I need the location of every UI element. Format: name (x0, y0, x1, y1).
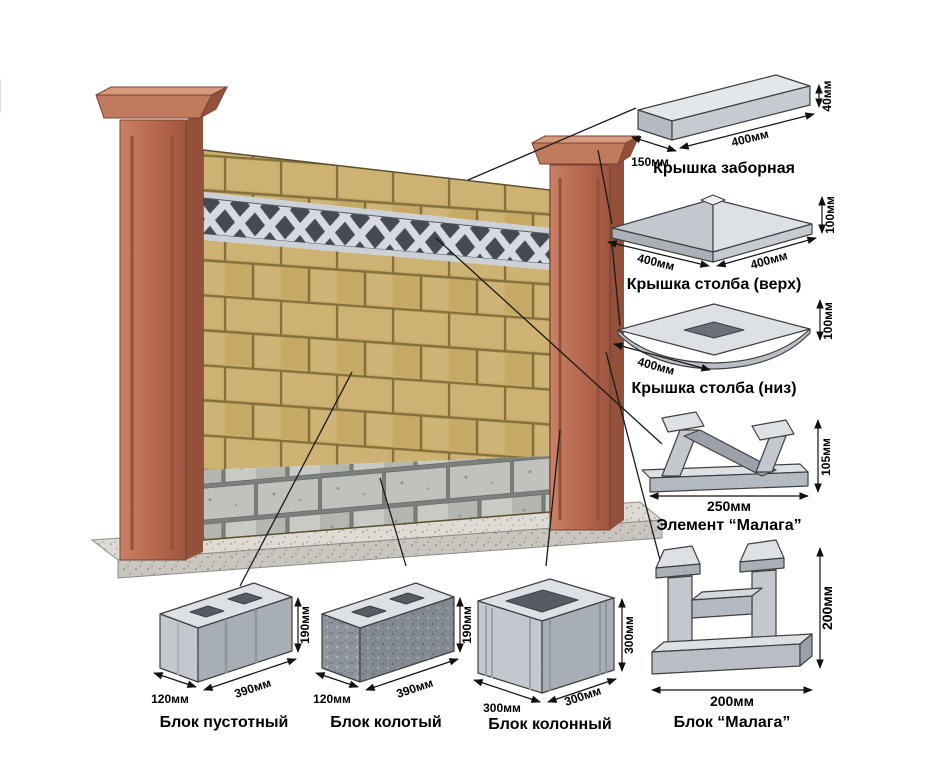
dim-line (203, 658, 297, 691)
left-pillar-cap-side (198, 85, 229, 120)
fence-cap-dim-length: 400мм (730, 127, 770, 150)
post-cap-top-label: Крышка столба (верх) (627, 276, 802, 293)
figure-post-cap-top: 400мм 400мм 100мм Крышка столба (верх) (607, 194, 837, 293)
figure-column-block: 300мм 300мм 300мм Блок колонный (473, 578, 636, 733)
dim-line (315, 672, 359, 688)
malaga-block-bottom-bar-side (799, 633, 813, 667)
malaga-element-diagonal (683, 429, 777, 477)
malaga-block-left-cap-front (655, 563, 701, 579)
dim-line (716, 236, 817, 268)
post-cap-top-dim-height: 100мм (823, 196, 837, 234)
split-block-dim-width: 120мм (313, 692, 351, 706)
dim-line (547, 678, 617, 703)
callout-lines (239, 107, 663, 587)
dim-line (365, 658, 459, 691)
fence-cap-label: Крышка заборная (653, 160, 795, 177)
malaga-element-left-cap (661, 411, 705, 433)
split-block-dim-height: 190мм (460, 606, 474, 644)
figure-fence-cap: 150мм 400мм 40мм Крышка заборная (0, 74, 834, 177)
dim-line (613, 342, 711, 372)
split-block-dim-length: 390мм (395, 676, 435, 701)
dim-line (607, 240, 710, 268)
callout-post-cap-top (597, 149, 613, 225)
right-pillar-side (610, 158, 624, 530)
malaga-block-dim-width: 200мм (710, 693, 754, 709)
callout-fence-cap (467, 107, 637, 181)
malaga-element-base-front (649, 471, 809, 493)
post-cap-bottom-label: Крышка столба (низ) (631, 380, 796, 397)
left-pillar-cap-top (95, 86, 228, 96)
malaga-element-label: Элемент “Малага” (656, 517, 801, 534)
malaga-element-right-cap (751, 419, 795, 441)
callout-column-block (545, 429, 561, 567)
post-cap-top-dim-width: 400мм (636, 251, 676, 273)
malaga-element-dim-width: 250мм (707, 498, 751, 514)
callout-malaga-block (605, 351, 661, 561)
column-block-cavity (505, 589, 579, 613)
dim-line (473, 679, 541, 703)
malaga-block-dim-height: 200мм (819, 586, 835, 630)
right-pillar (531, 134, 641, 531)
left-pillar (95, 85, 229, 561)
dim-line (153, 672, 197, 688)
figure-malaga-block: 200мм 200мм Блок “Малага” (651, 539, 835, 731)
callout-hollow-block (239, 371, 353, 587)
left-pillar-cap-front (95, 94, 213, 119)
column-block-side (541, 597, 615, 694)
hollow-block-dim-width: 120мм (151, 692, 189, 706)
post-cap-bottom-dim-height: 100мм (821, 302, 835, 340)
dim-line (631, 135, 677, 153)
figure-malaga-element: 250мм 105мм Элемент “Малага” (641, 411, 833, 534)
wall-middle-courses (203, 240, 550, 470)
column-block-dim-height: 300мм (622, 616, 636, 654)
callout-split-block (379, 477, 407, 567)
foundation-front (117, 519, 663, 579)
split-block-label: Блок колотый (330, 714, 442, 731)
malaga-element-left-strut (661, 429, 699, 477)
dim-line (679, 112, 815, 150)
malaga-block-label: Блок “Малага” (674, 714, 791, 731)
hollow-block-dim-length: 390мм (233, 676, 273, 701)
post-cap-top-peak (700, 194, 726, 206)
callout-malaga-element (435, 237, 663, 445)
malaga-block-right-cap-front (739, 557, 785, 573)
right-pillar-cap-top (531, 135, 640, 144)
hollow-block-cavity (227, 592, 263, 605)
fence-cap-dim-width: 150мм (631, 155, 669, 169)
wall-top-course (203, 150, 550, 228)
figure-hollow-block: 190мм 120мм 390мм Блок пустотный (151, 582, 312, 731)
fence-illustration (90, 85, 664, 579)
split-block-cavity (389, 592, 425, 605)
hollow-block-label: Блок пустотный (160, 714, 289, 731)
figure-post-cap-bottom: 400мм 100мм Крышка столба (низ) (613, 299, 835, 397)
lattice-frame-top (203, 192, 550, 234)
split-block-cavity (351, 605, 387, 618)
column-block-label: Блок колонный (488, 716, 611, 733)
brick-wall (202, 149, 551, 541)
post-cap-bottom-hole (683, 321, 745, 339)
malaga-element-dim-height: 105мм (819, 438, 833, 476)
column-block-dim-length: 300мм (563, 683, 603, 708)
hollow-block-dim-height: 190мм (298, 606, 312, 644)
hollow-block-cavity (189, 605, 225, 618)
figure-split-block: 190мм 120мм 390мм Блок колотый (313, 582, 474, 731)
lattice-frame-bottom (203, 234, 550, 270)
fence-cap-dim-height: 40мм (820, 80, 834, 111)
column-block-dim-width: 300мм (483, 701, 521, 715)
malaga-block-middle-bar (691, 595, 753, 619)
left-pillar-side (186, 111, 203, 560)
left-pillar-front (119, 119, 187, 561)
